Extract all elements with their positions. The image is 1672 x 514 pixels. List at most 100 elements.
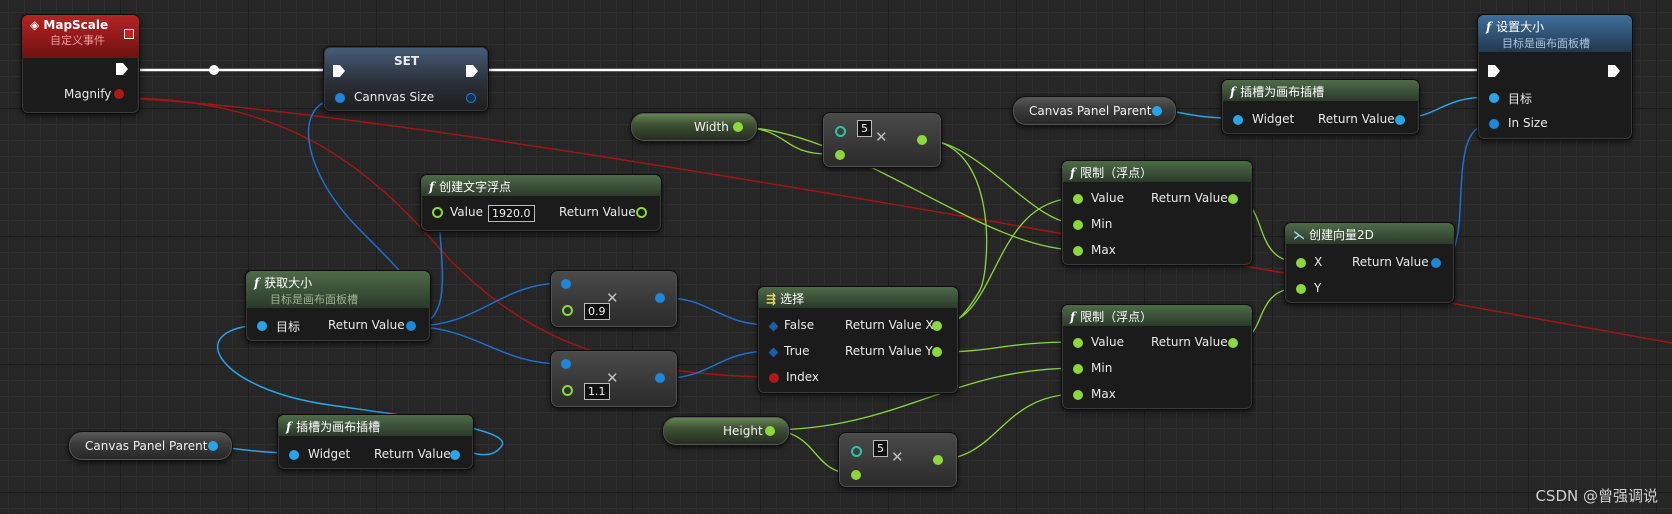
multiply-in-b-pin[interactable] bbox=[562, 385, 573, 396]
multiply-in-b-pin[interactable] bbox=[562, 305, 573, 316]
magnify-pin[interactable] bbox=[114, 89, 124, 99]
true-in-pin[interactable] bbox=[768, 347, 779, 358]
multiply-in-b-pin[interactable] bbox=[851, 470, 861, 480]
canvas-size-in-pin[interactable] bbox=[335, 93, 345, 103]
canvas-panel-parent-getter[interactable]: Canvas Panel Parent bbox=[1012, 96, 1177, 126]
exec-out-pin[interactable] bbox=[466, 65, 478, 77]
multiply-node-0-9[interactable]: 0.9 ✕ bbox=[550, 270, 678, 328]
function-icon: f bbox=[429, 180, 435, 194]
height-getter[interactable]: Height bbox=[662, 416, 790, 446]
multiply-node-height[interactable]: 5 ✕ bbox=[838, 432, 958, 488]
canvas-panel-parent-label: Canvas Panel Parent bbox=[85, 439, 208, 453]
value-input[interactable]: 1920.0 bbox=[488, 205, 535, 222]
multiply-node-1-1[interactable]: 1.1 ✕ bbox=[550, 350, 678, 408]
return-value-pin[interactable] bbox=[1228, 194, 1238, 204]
min-label: Min bbox=[1091, 361, 1113, 375]
x-in-pin[interactable] bbox=[1296, 258, 1306, 268]
target-in-pin[interactable] bbox=[1489, 93, 1499, 103]
max-label: Max bbox=[1091, 243, 1116, 257]
make-vector2d-node[interactable]: ⋋创建向量2D X Y Return Value bbox=[1284, 222, 1455, 304]
height-label: Height bbox=[723, 424, 763, 438]
y-in-pin[interactable] bbox=[1296, 284, 1306, 294]
set-node[interactable]: SET Cannvas Size bbox=[323, 46, 489, 112]
exec-out-pin[interactable] bbox=[116, 63, 128, 75]
canvas-panel-parent-pin[interactable] bbox=[1152, 106, 1162, 116]
return-value-pin[interactable] bbox=[1431, 258, 1441, 268]
min-in-pin[interactable] bbox=[1073, 220, 1083, 230]
object-wire bbox=[414, 282, 564, 327]
width-getter[interactable]: Width bbox=[630, 112, 758, 142]
height-out-pin[interactable] bbox=[765, 426, 775, 436]
widget-in-pin[interactable] bbox=[289, 450, 299, 460]
event-node-mapscale[interactable]: ◈ MapScale 自定义事件 Magnify bbox=[21, 14, 140, 114]
multiply-out-pin[interactable] bbox=[917, 135, 927, 145]
canvas-panel-parent-pin[interactable] bbox=[208, 441, 218, 451]
delegate-pin-icon[interactable] bbox=[124, 29, 134, 39]
value-label: Value bbox=[450, 205, 483, 219]
exec-out-pin[interactable] bbox=[1608, 65, 1620, 77]
multiply-in-a-pin[interactable] bbox=[851, 446, 862, 457]
index-in-pin[interactable] bbox=[769, 373, 779, 383]
false-in-pin[interactable] bbox=[768, 321, 779, 332]
multiply-value-input[interactable]: 0.9 bbox=[584, 303, 610, 320]
exec-in-pin[interactable] bbox=[333, 65, 345, 77]
canvas-panel-parent-label: Canvas Panel Parent bbox=[1029, 104, 1152, 118]
value-in-pin[interactable] bbox=[1073, 194, 1083, 204]
canvas-panel-parent-getter[interactable]: Canvas Panel Parent bbox=[68, 431, 233, 461]
multiply-in-b-pin[interactable] bbox=[835, 150, 845, 160]
in-size-label: In Size bbox=[1508, 116, 1548, 130]
target-in-pin[interactable] bbox=[257, 321, 267, 331]
select-icon: ⇶ bbox=[766, 292, 777, 306]
true-label: True bbox=[784, 344, 810, 358]
set-title: SET bbox=[394, 54, 420, 68]
event-diamond-icon: ◈ bbox=[30, 18, 44, 32]
return-value-y-pin[interactable] bbox=[932, 347, 942, 357]
multiply-value-input[interactable]: 5 bbox=[873, 440, 888, 457]
function-icon: f bbox=[1070, 310, 1076, 324]
multiply-out-pin[interactable] bbox=[933, 455, 943, 465]
multiply-node-width[interactable]: 5 ✕ bbox=[822, 112, 942, 168]
multiply-out-pin[interactable] bbox=[655, 293, 665, 303]
return-value-x-pin[interactable] bbox=[932, 321, 942, 331]
multiply-out-pin[interactable] bbox=[655, 373, 665, 383]
return-value-label: Return Value bbox=[559, 205, 636, 219]
canvas-size-out-pin[interactable] bbox=[466, 93, 476, 103]
float-wire bbox=[919, 138, 1079, 225]
multiply-in-a-pin[interactable] bbox=[561, 359, 571, 369]
value-in-pin[interactable] bbox=[1073, 338, 1083, 348]
multiply-icon: ✕ bbox=[606, 289, 619, 307]
min-in-pin[interactable] bbox=[1073, 364, 1083, 374]
set-size-subtitle: 目标是画布面板槽 bbox=[1502, 37, 1590, 50]
reroute-knot[interactable] bbox=[209, 65, 219, 75]
return-value-pin[interactable] bbox=[406, 321, 416, 331]
return-value-pin[interactable] bbox=[636, 207, 647, 218]
return-value-pin[interactable] bbox=[450, 450, 460, 460]
multiply-value-input[interactable]: 5 bbox=[857, 120, 872, 137]
multiply-in-a-pin[interactable] bbox=[835, 126, 846, 137]
select-node[interactable]: ⇶选择 False True Index Return Value X Retu… bbox=[757, 286, 959, 394]
return-value-pin[interactable] bbox=[1228, 338, 1238, 348]
target-label: 目标 bbox=[1508, 92, 1533, 106]
value-in-pin[interactable] bbox=[432, 207, 443, 218]
multiply-in-a-pin[interactable] bbox=[561, 279, 571, 289]
return-value-label: Return Value bbox=[1352, 255, 1429, 269]
exec-in-pin[interactable] bbox=[1488, 65, 1500, 77]
widget-in-pin[interactable] bbox=[1233, 115, 1243, 125]
return-value-pin[interactable] bbox=[1395, 115, 1405, 125]
width-out-pin[interactable] bbox=[733, 122, 743, 132]
max-in-pin[interactable] bbox=[1073, 246, 1083, 256]
max-in-pin[interactable] bbox=[1073, 390, 1083, 400]
clamp-title: 限制（浮点） bbox=[1080, 166, 1153, 180]
in-size-in-pin[interactable] bbox=[1489, 119, 1499, 129]
multiply-value-input[interactable]: 1.1 bbox=[584, 383, 610, 400]
